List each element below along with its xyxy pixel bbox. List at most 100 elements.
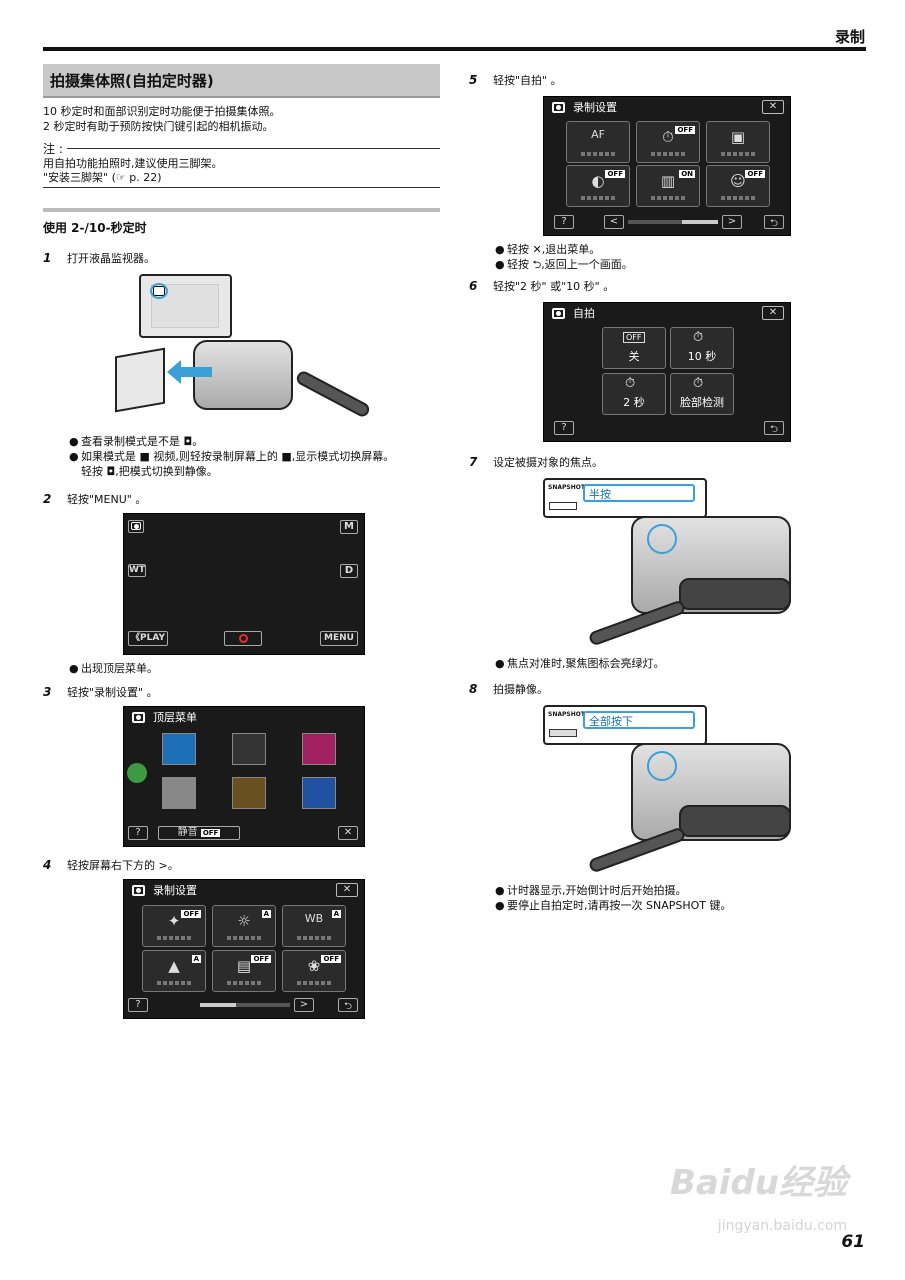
settings-tile[interactable]: ▲A	[142, 950, 206, 992]
wifi-menu-icon[interactable]	[162, 733, 196, 765]
step-number: 8	[469, 682, 478, 696]
step-text: 轻按"自拍" 。	[493, 74, 562, 87]
settings-tile[interactable]: ▥ON	[636, 165, 700, 207]
menu-button[interactable]: MENU	[320, 631, 358, 646]
step-text: 拍摄静像。	[493, 683, 548, 696]
step-1: 1 打开液晶监视器。	[43, 250, 440, 266]
back-button[interactable]: ⮌	[764, 215, 784, 229]
next-page-button[interactable]: >	[722, 215, 742, 229]
bullet: ●如果模式是 ■ 视频,则轻按录制屏幕上的 ■,显示模式切换屏幕。	[69, 450, 395, 463]
self-timer-title-bar: 自拍	[544, 303, 790, 323]
effect-menu-icon[interactable]	[302, 733, 336, 765]
rec-settings-title-bar: 录制设置	[544, 97, 790, 117]
settings-menu-icon[interactable]	[162, 777, 196, 809]
lcd-panel	[115, 347, 165, 413]
settings-tile[interactable]: ▤OFF	[212, 950, 276, 992]
header-rule	[43, 47, 866, 51]
media-menu-icon[interactable]	[302, 777, 336, 809]
bullet: ●计时器显示,开始倒计时后开始拍摄。	[495, 884, 687, 897]
hand-strap	[679, 578, 791, 610]
manual-button[interactable]: M	[340, 520, 358, 534]
full-press-illustration: SNAPSHOT 全部按下	[469, 703, 866, 883]
sub-rule	[43, 208, 440, 212]
step-7: 7 设定被摄对象的焦点。	[469, 454, 866, 470]
intro-line: 2 秒定时有助于预防按快门键引起的相机振动。	[43, 120, 274, 133]
page-scrollbar[interactable]	[628, 220, 718, 224]
step-text: 轻按"录制设置" 。	[67, 686, 158, 699]
record-button[interactable]	[224, 631, 262, 646]
step-3: 3 轻按"录制设置" 。	[43, 684, 440, 700]
header-title: 录制	[834, 28, 865, 46]
settings-tile[interactable]: ❀OFF	[282, 950, 346, 992]
settings-tile[interactable]: ☺OFF	[706, 165, 770, 207]
baidu-watermark: Baidu经验	[669, 1163, 847, 1203]
step-text: 轻按"MENU" 。	[67, 493, 147, 506]
bullet: ●出现顶层菜单。	[69, 662, 158, 675]
strap	[294, 369, 372, 419]
bullet: ●焦点对准时,聚焦图标会亮绿灯。	[495, 657, 665, 670]
page-scrollbar[interactable]	[200, 1003, 290, 1007]
help-button[interactable]: ?	[554, 215, 574, 229]
settings-tile[interactable]: ◐OFF	[566, 165, 630, 207]
camera-icon	[132, 884, 145, 896]
step-text: 打开液晶监视器。	[67, 252, 155, 265]
arrow-head-icon	[167, 360, 181, 384]
step-5: 5 轻按"自拍" 。	[469, 72, 866, 88]
step-number: 1	[43, 251, 52, 265]
help-button[interactable]: ?	[128, 998, 148, 1012]
close-button[interactable]: ✕	[336, 883, 358, 897]
camera-icon	[552, 101, 565, 113]
bullet: ●轻按 ✕,退出菜单。	[495, 243, 601, 256]
wt-button[interactable]: WT	[128, 564, 146, 577]
self-timer-tile[interactable]: ⏱OFF	[636, 121, 700, 163]
top-menu-screen: 顶层菜单 ? 静音 OFF ✕	[123, 706, 365, 847]
close-button[interactable]: ✕	[338, 826, 358, 840]
step-number: 5	[469, 73, 478, 87]
help-button[interactable]: ?	[554, 421, 574, 435]
prev-page-button[interactable]: <	[604, 215, 624, 229]
timer-10s-option[interactable]: ⏱10 秒	[670, 327, 734, 369]
baidu-watermark-url: jingyan.baidu.com	[717, 1218, 847, 1234]
settings-tile[interactable]: ▣	[706, 121, 770, 163]
connection-menu-icon[interactable]	[232, 777, 266, 809]
back-button[interactable]: ⮌	[338, 998, 358, 1012]
step-text: 轻按"2 秒" 或"10 秒" 。	[493, 280, 615, 293]
next-page-button[interactable]: >	[294, 998, 314, 1012]
timer-2s-option[interactable]: ⏱2 秒	[602, 373, 666, 415]
camera-mode-button[interactable]	[128, 520, 144, 533]
green-refresh-icon[interactable]	[127, 763, 147, 783]
close-button[interactable]: ✕	[762, 306, 784, 320]
snapshot-callout: SNAPSHOT 全部按下	[543, 705, 707, 745]
right-column: 5 轻按"自拍" 。 录制设置 ✕ AF ⏱OFF ▣ ◐OFF ▥ON ☺OF…	[469, 64, 866, 913]
step-number: 2	[43, 492, 52, 506]
top-menu-title-bar: 顶层菜单	[124, 707, 364, 727]
display-button[interactable]: D	[340, 564, 358, 578]
record-settings-icon[interactable]	[232, 733, 266, 765]
page-number: 61	[841, 1232, 865, 1252]
step-number: 7	[469, 455, 478, 469]
self-timer-title: 自拍	[573, 307, 595, 320]
settings-tile[interactable]: AF	[566, 121, 630, 163]
note-line: 用自拍功能拍照时,建议使用三脚架。	[43, 157, 223, 170]
back-button[interactable]: ⮌	[764, 421, 784, 435]
bullet: ●轻按 ⮌,返回上一个画面。	[495, 258, 633, 271]
snapshot-button-highlight	[647, 524, 677, 554]
note-link[interactable]: "安装三脚架" (☞ p. 22)	[43, 171, 162, 184]
settings-tile[interactable]: ✦OFF	[142, 905, 206, 947]
play-button[interactable]: 《PLAY	[128, 631, 168, 646]
close-button[interactable]: ✕	[762, 100, 784, 114]
help-button[interactable]: ?	[128, 826, 148, 840]
settings-tile[interactable]: ☼A	[212, 905, 276, 947]
step-2: 2 轻按"MENU" 。	[43, 491, 440, 507]
bullet: ●要停止自拍定时,请再按一次 SNAPSHOT 键。	[495, 899, 732, 912]
step-number: 6	[469, 279, 478, 293]
timer-face-option[interactable]: ⏱脸部检测	[670, 373, 734, 415]
mute-toggle[interactable]: 静音 OFF	[158, 826, 240, 840]
step-number: 4	[43, 858, 52, 872]
left-column: 拍摄集体照(自拍定时器) 10 秒定时和面部识别定时功能便于拍摄集体照。 2 秒…	[43, 64, 440, 1019]
step-number: 3	[43, 685, 52, 699]
half-press-illustration: SNAPSHOT 半按	[469, 476, 866, 656]
